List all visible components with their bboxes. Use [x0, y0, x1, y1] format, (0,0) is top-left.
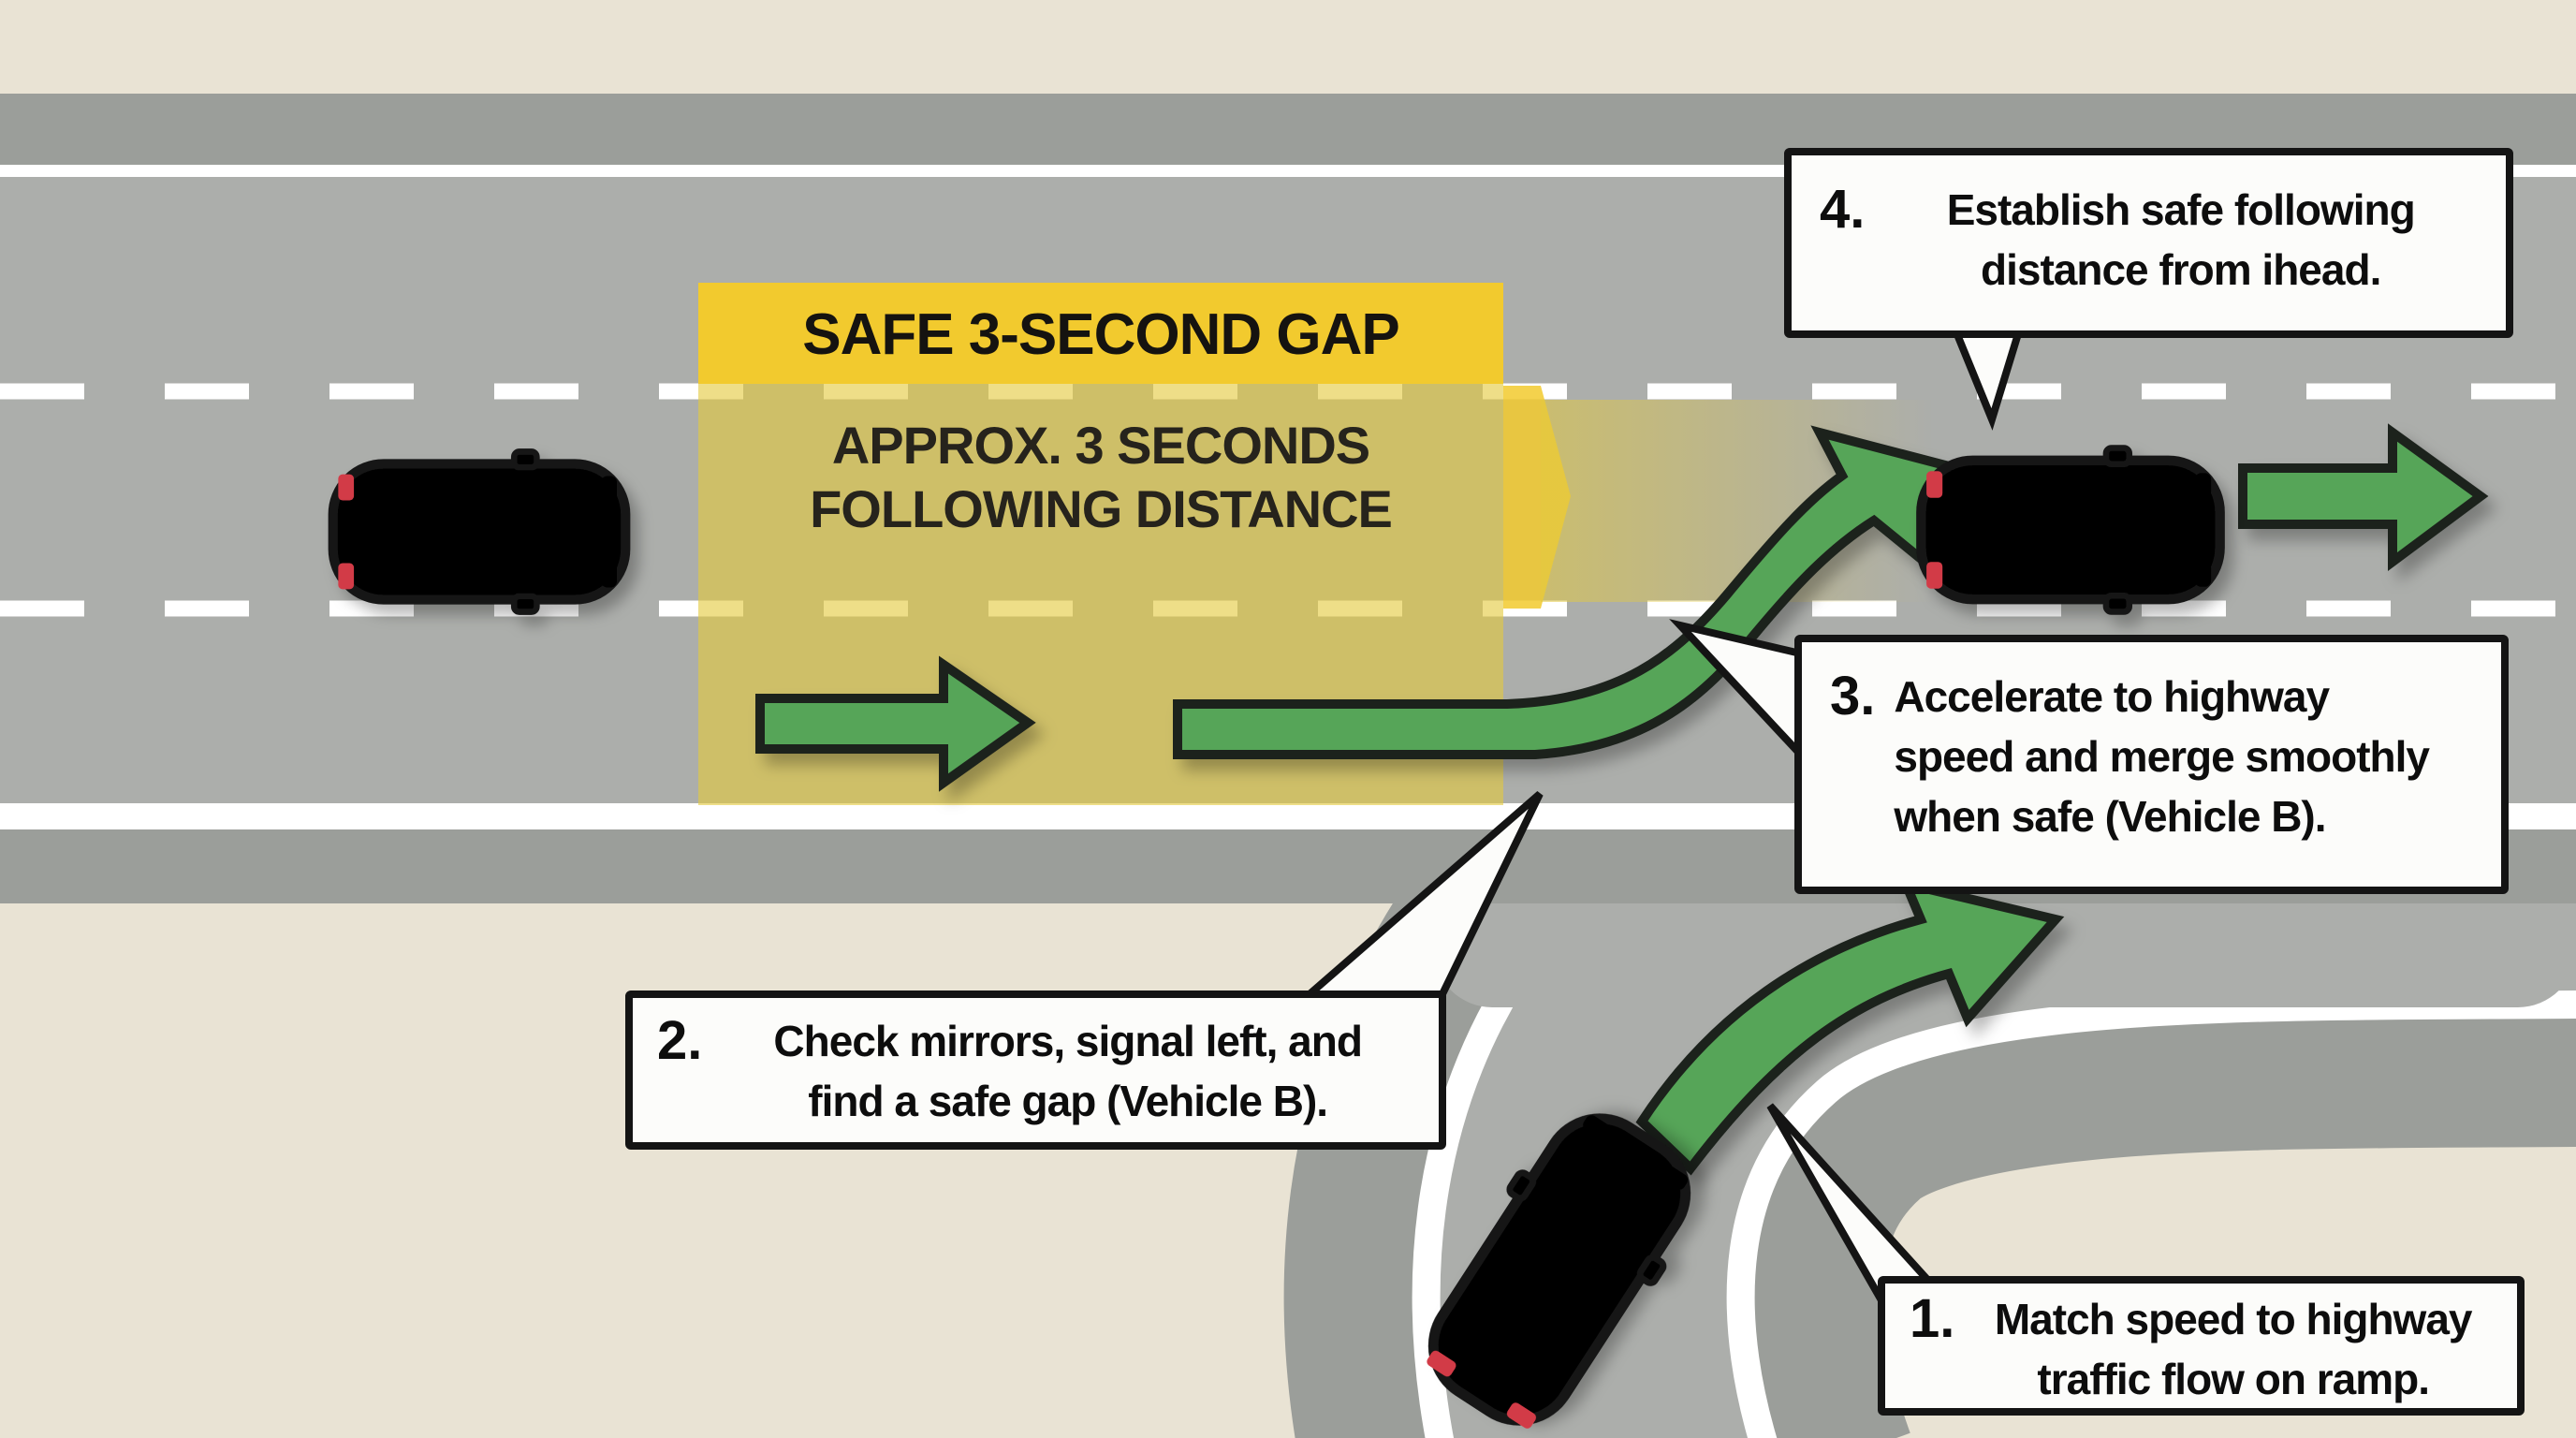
blue-car-highway-merged	[1921, 448, 2219, 612]
callout-step-3-line-1: Accelerate to highway	[1894, 672, 2330, 721]
gray-car-highway	[333, 451, 625, 611]
callout-step-3-text: Accelerate to highway speed and merge sm…	[1894, 667, 2473, 846]
gap-note-line-1: APPROX. 3 SECONDS	[831, 416, 1370, 475]
arrow-gap-straight	[755, 655, 1036, 792]
callout-step-1-text: Match speed to highway traffic flow on r…	[1973, 1289, 2493, 1409]
callout-step-1-line-1: Match speed to highway	[1994, 1295, 2473, 1343]
callout-step-4: 4. Establish safe following distance fro…	[1784, 148, 2513, 338]
callout-step-4-text: Establish safe following distance from i…	[1883, 180, 2478, 300]
callout-step-2-number: 2.	[657, 1010, 703, 1071]
gap-banner-label: SAFE 3-SECOND GAP	[802, 301, 1400, 367]
callout-step-1-number: 1.	[1910, 1288, 1955, 1349]
callout-step-2-text: Check mirrors, signal left, and find a s…	[721, 1011, 1414, 1131]
callout-step-1-line-2: traffic flow on ramp.	[2037, 1355, 2430, 1403]
callout-step-2: 2. Check mirrors, signal left, and find …	[625, 990, 1446, 1150]
callout-step-4-line-2: distance from ihead.	[1981, 245, 2381, 294]
callout-step-4-number: 4.	[1820, 179, 1866, 240]
callout-step-2-line-1: Check mirrors, signal left, and	[773, 1017, 1363, 1065]
gap-note-label: APPROX. 3 SECONDS FOLLOWING DISTANCE	[698, 414, 1503, 542]
gap-note-line-2: FOLLOWING DISTANCE	[810, 479, 1393, 539]
arrow-highway-continue	[2238, 423, 2489, 571]
gap-zone-banner	[698, 283, 1503, 384]
callout-step-3: 3. Accelerate to highway speed and merge…	[1794, 635, 2509, 894]
callout-step-1: 1. Match speed to highway traffic flow o…	[1878, 1276, 2525, 1416]
callout-step-4-line-1: Establish safe following	[1946, 185, 2416, 234]
callout-step-2-line-2: find a safe gap (Vehicle B).	[808, 1077, 1328, 1125]
callout-step-3-number: 3.	[1830, 666, 1876, 726]
callout-step-3-line-2: speed and merge smoothly	[1894, 732, 2430, 781]
callout-step-3-line-3: when safe (Vehicle B).	[1894, 792, 2326, 841]
arrow-ramp-accelerate	[1635, 876, 2065, 1176]
